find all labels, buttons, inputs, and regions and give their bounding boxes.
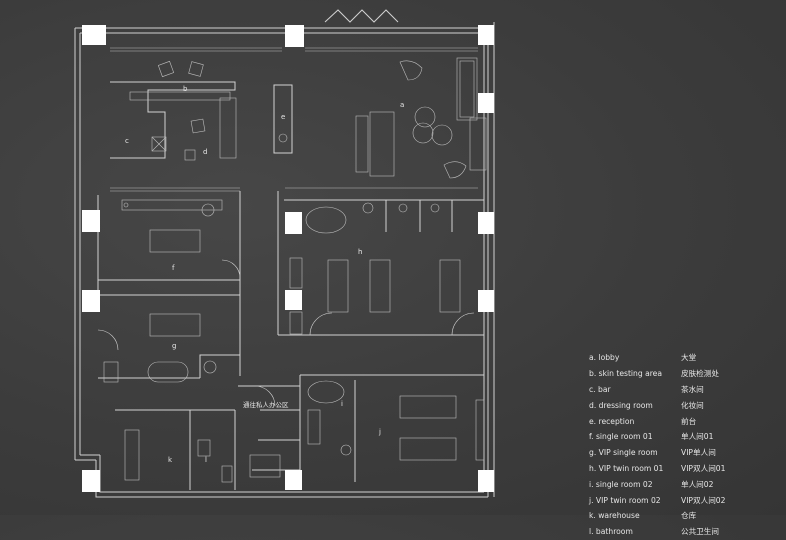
- legend-english: i. single room 02: [589, 479, 653, 489]
- legend-row: j. VIP twin room 02 VIP双人间02: [589, 492, 779, 508]
- legend-english: f. single room 01: [589, 432, 653, 442]
- room-label-h: h: [358, 248, 362, 256]
- legend-chinese: VIP双人间02: [681, 495, 726, 505]
- room-label-f: f: [172, 264, 175, 272]
- room-label-i: i: [341, 400, 343, 408]
- room-label-d: d: [203, 148, 207, 156]
- legend-chinese: VIP单人间: [681, 448, 716, 458]
- window-strips: [110, 47, 478, 192]
- legend-row: l. bathroom 公共卫生间: [589, 524, 779, 540]
- room-j-furniture: [307, 380, 485, 461]
- legend-english: k. warehouse: [589, 511, 640, 521]
- room-legend: a. lobby 大堂 b. skin testing area 皮肤检测处 c. ba…: [589, 350, 779, 540]
- legend-chinese: 皮肤检测处: [681, 369, 719, 379]
- legend-chinese: VIP双人间01: [681, 463, 726, 473]
- legend-chinese: 茶水间: [681, 384, 704, 394]
- room-g-furniture: [97, 313, 217, 383]
- room-f-furniture: [121, 199, 241, 279]
- legend-english: d. dressing room: [589, 400, 653, 410]
- outer-walls: [74, 9, 495, 498]
- room-label-e: e: [281, 113, 285, 121]
- structural-columns: [82, 25, 494, 492]
- floor-plan: a b c d e f g h i j k l 通往私人办公区: [74, 9, 495, 498]
- legend-chinese: 公共卫生间: [681, 527, 719, 537]
- room-label-c: c: [125, 137, 129, 145]
- legend-row: k. warehouse 仓库: [589, 508, 779, 524]
- legend-english: c. bar: [589, 384, 611, 394]
- room-label-b: b: [183, 85, 188, 93]
- room-label-a: a: [400, 101, 404, 109]
- legend-english: b. skin testing area: [589, 369, 663, 379]
- legend-chinese: 化妆间: [681, 400, 704, 410]
- room-label-g: g: [172, 342, 176, 350]
- room-label-k: k: [168, 456, 173, 464]
- legend-english: e. reception: [589, 416, 635, 426]
- legend-chinese: 单人间02: [681, 479, 714, 489]
- legend-chinese: 大堂: [681, 353, 697, 363]
- legend-english: l. bathroom: [589, 527, 633, 537]
- legend-row: g. VIP single room VIP单人间: [589, 445, 779, 461]
- legend-english: h. VIP twin room 01: [589, 463, 664, 473]
- legend-english: a. lobby: [589, 353, 620, 363]
- legend-chinese: 前台: [681, 416, 697, 426]
- legend-row: f. single room 01 单人间01: [589, 429, 779, 445]
- interior-walls: [97, 191, 484, 490]
- legend-row: i. single room 02 单人间02: [589, 476, 779, 492]
- room-h-furniture: [289, 202, 475, 336]
- legend-chinese: 单人间01: [681, 432, 714, 442]
- legend-row: e. reception 前台: [589, 413, 779, 429]
- private-office-note: 通往私人办公区: [243, 400, 289, 409]
- lobby-furniture: [355, 57, 487, 179]
- legend-english: j. VIP twin room 02: [589, 495, 661, 505]
- legend-row: a. lobby 大堂: [589, 350, 779, 366]
- reception-counter: [273, 84, 293, 154]
- bar-and-testing-counters: [110, 60, 237, 161]
- legend-chinese: 仓库: [681, 511, 697, 521]
- room-label-l: l: [205, 456, 207, 464]
- warehouse-bathroom-fixtures: [124, 385, 281, 483]
- room-label-j: j: [378, 428, 381, 436]
- legend-row: d. dressing room 化妆间: [589, 397, 779, 413]
- legend-row: c. bar 茶水间: [589, 382, 779, 398]
- legend-row: h. VIP twin room 01 VIP双人间01: [589, 461, 779, 477]
- legend-row: b. skin testing area 皮肤检测处: [589, 366, 779, 382]
- legend-english: g. VIP single room: [589, 448, 658, 458]
